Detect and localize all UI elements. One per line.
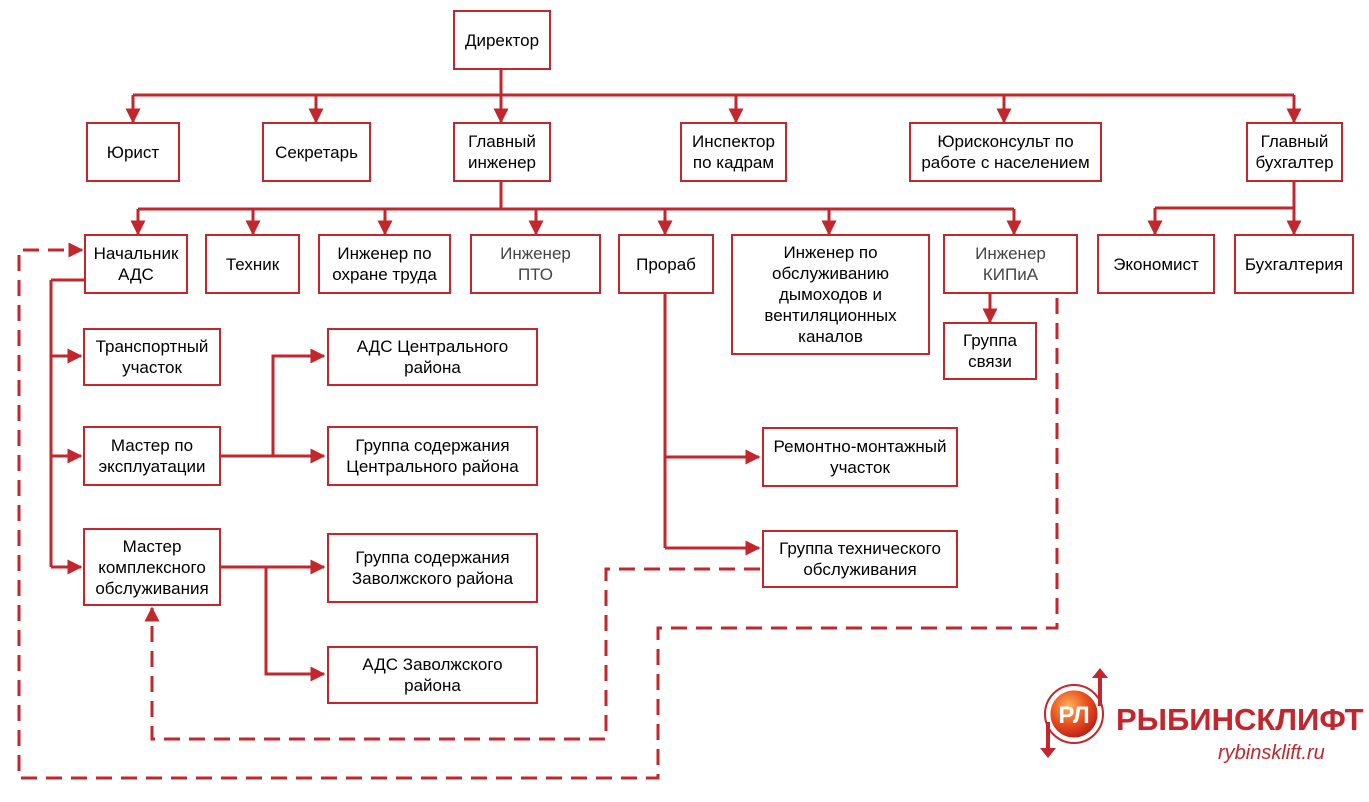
logo-monogram: РЛ	[1058, 702, 1089, 729]
node-chimney-engineer: Инженер по обслуживанию дымоходов и вент…	[731, 234, 930, 355]
node-legal-advisor: Юрисконсульт по работе с населением	[909, 122, 1102, 182]
connector	[271, 348, 326, 456]
node-transport: Транспортный участок	[83, 328, 221, 386]
node-safety-engineer: Инженер по охране труда	[318, 234, 451, 294]
node-ads-zavolzh: АДС Заволжского района	[327, 646, 538, 704]
node-lawyer: Юрист	[86, 122, 180, 182]
node-operation-master: Мастер по эксплуатации	[83, 426, 221, 486]
dashed-connector	[17, 242, 1059, 780]
node-director: Директор	[453, 10, 551, 70]
node-accounting: Бухгалтерия	[1234, 234, 1354, 294]
rybinsklift-logo-icon: РЛ	[1040, 668, 1108, 758]
node-maint-zavolzh: Группа содержания Заволжского района	[327, 533, 538, 603]
node-head-ads: Начальник АДС	[84, 234, 188, 294]
logo-name: РЫБИНСКЛИФТ	[1116, 702, 1364, 737]
node-complex-master: Мастер комплексного обслуживания	[83, 528, 221, 606]
node-secretary: Секретарь	[262, 122, 371, 182]
dashed-connector	[144, 567, 760, 741]
node-chief-engineer: Главный инженер	[453, 122, 551, 182]
node-tech-service: Группа технического обслуживания	[762, 530, 958, 588]
logo-url: rybinsklift.ru	[1218, 742, 1325, 764]
connector	[264, 567, 326, 682]
node-chief-accountant: Главный бухгалтер	[1246, 122, 1343, 182]
node-ads-central: АДС Центрального района	[327, 328, 538, 386]
node-maint-central: Группа содержания Центрального района	[327, 426, 538, 486]
node-comm-group: Группа связи	[943, 322, 1037, 380]
node-kipia-engineer: Инженер КИПиА	[943, 234, 1078, 294]
node-economist: Экономист	[1097, 234, 1215, 294]
node-technician: Техник	[205, 234, 300, 294]
node-repair-section: Ремонтно-монтажный участок	[762, 427, 958, 487]
node-hr-inspector: Инспектор по кадрам	[680, 122, 787, 182]
node-foreman: Прораб	[618, 234, 714, 294]
node-pto-engineer: Инженер ПТО	[470, 234, 601, 294]
